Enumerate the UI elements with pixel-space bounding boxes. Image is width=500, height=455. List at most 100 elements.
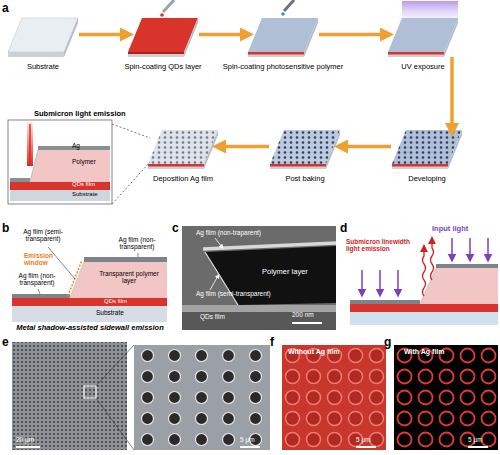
- panel-d-illustration: [431, 240, 434, 280]
- panel-letter: f: [270, 336, 274, 350]
- sem-top-view: [84, 386, 96, 398]
- annotation: 5 μm: [356, 436, 371, 443]
- annotation: 200 nm: [292, 311, 314, 318]
- inset-illustration: [8, 120, 150, 204]
- uv-tile: [388, 1, 458, 57]
- panel-d-illustration: [361, 270, 363, 293]
- developing-tile: [448, 130, 462, 169]
- developing-tile: [392, 130, 462, 169]
- sem-cross-section: [182, 226, 336, 330]
- panel-d-illustration: [436, 264, 498, 268]
- panel-d-illustration: [451, 238, 453, 258]
- annotation: Submicron light emission: [34, 110, 134, 119]
- substrate-tile: [8, 52, 64, 57]
- inset-illustration: [30, 150, 38, 182]
- step-label: Post baking: [235, 174, 375, 183]
- panel-d-illustration: [350, 312, 498, 325]
- panel-b-illustration: [12, 298, 167, 306]
- inset-illustration: [29, 124, 31, 166]
- annotation: QDs film: [72, 181, 95, 188]
- post-baking-tile: [326, 130, 340, 169]
- panel-d-illustration: [350, 304, 498, 312]
- inset-illustration: [8, 120, 112, 204]
- panel-d-illustration: [379, 270, 381, 293]
- annotation: Input light: [432, 225, 468, 234]
- qds-tile: [128, 0, 198, 57]
- panel-b-illustration: [68, 260, 82, 296]
- inset-illustration: [30, 150, 110, 182]
- substrate-tile: [64, 18, 78, 57]
- annotation: QDs film: [104, 298, 127, 305]
- sem-top-view: [96, 398, 134, 450]
- step-label: UV exposure: [353, 62, 493, 71]
- deposition-tile: [204, 130, 218, 169]
- panel-letter: c: [172, 222, 179, 236]
- panel-letter: a: [2, 2, 9, 16]
- panel-letter: g: [384, 336, 391, 350]
- process-arrow: [199, 33, 247, 37]
- sem-cross-section: [203, 243, 336, 249]
- process-step: Spin-coating QDs layer: [128, 18, 198, 57]
- inset-illustration: [27, 122, 33, 166]
- annotation: Metal shadow-assisted sidewall emission: [4, 324, 176, 333]
- polymer-tile: [248, 52, 304, 55]
- process-step: Deposition Ag film: [148, 130, 218, 169]
- post-baking-tile: [270, 164, 326, 169]
- substrate-tile: [8, 18, 78, 57]
- panel-d-illustration: [487, 238, 489, 258]
- sem-cross-section: [292, 322, 322, 324]
- step-label: Spin-coating photosensitive polymer: [213, 62, 353, 71]
- process-arrow: [79, 33, 127, 37]
- annotation: Polymer: [72, 158, 96, 165]
- inset-illustration: [112, 124, 150, 138]
- pl-image-without-ag: [282, 345, 386, 450]
- annotation: 5 μm: [468, 436, 483, 443]
- sem-top-view: [240, 446, 260, 448]
- panel-b-illustration: [84, 257, 167, 262]
- pl-image-with-ag: [468, 446, 488, 448]
- qds-tile: [160, 13, 164, 17]
- uv-tile: [444, 18, 458, 57]
- inset-illustration: [10, 182, 110, 190]
- annotation: 5 μm: [240, 436, 255, 443]
- panel-d-illustration: [397, 270, 399, 293]
- step-label: Substrate: [0, 62, 113, 71]
- panel-b-illustration: [70, 262, 167, 298]
- sem-top-view: [12, 342, 270, 450]
- annotation: Without Ag film: [288, 348, 339, 356]
- process-step: Spin-coating photosensitive polymer: [248, 18, 318, 57]
- post-baking-tile: [270, 130, 340, 169]
- panel-letter: d: [340, 222, 347, 236]
- panel-letter: e: [2, 336, 9, 350]
- process-step: UV exposure: [388, 18, 458, 57]
- annotation: Polymer layer: [262, 268, 308, 277]
- deposition-tile: [148, 164, 204, 169]
- panel-b-illustration: [138, 253, 139, 257]
- annotation: Ag film (non-transparent): [8, 272, 66, 287]
- qds-tile: [128, 52, 184, 54]
- developing-tile: [392, 164, 448, 167]
- annotation: With Ag film: [404, 348, 445, 356]
- annotation: Transparent polymer layer: [96, 270, 162, 285]
- pl-image-without-ag: [282, 345, 386, 450]
- panel-b-illustration: [70, 262, 84, 298]
- annotation: Emission window: [24, 252, 74, 267]
- polymer-tile: [281, 12, 285, 16]
- step-label: Spin-coating QDs layer: [93, 62, 233, 71]
- sem-cross-section: [205, 252, 238, 305]
- pl-image-without-ag: [356, 446, 376, 448]
- uv-tile: [388, 52, 444, 55]
- qds-tile: [184, 18, 198, 57]
- pl-image-with-ag: [394, 345, 498, 450]
- process-arrow: [219, 145, 269, 149]
- annotation: QDs film: [200, 313, 225, 320]
- sem-cross-section: [182, 312, 336, 330]
- process-step: Post baking: [270, 130, 340, 169]
- annotation: Substrate: [96, 309, 124, 316]
- sem-cross-section: [210, 276, 218, 290]
- uv-tile: [388, 52, 444, 57]
- annotation: Ag film (semi-transparent): [12, 228, 74, 243]
- inset-illustration: [10, 178, 30, 182]
- post-baking-tile: [270, 164, 326, 167]
